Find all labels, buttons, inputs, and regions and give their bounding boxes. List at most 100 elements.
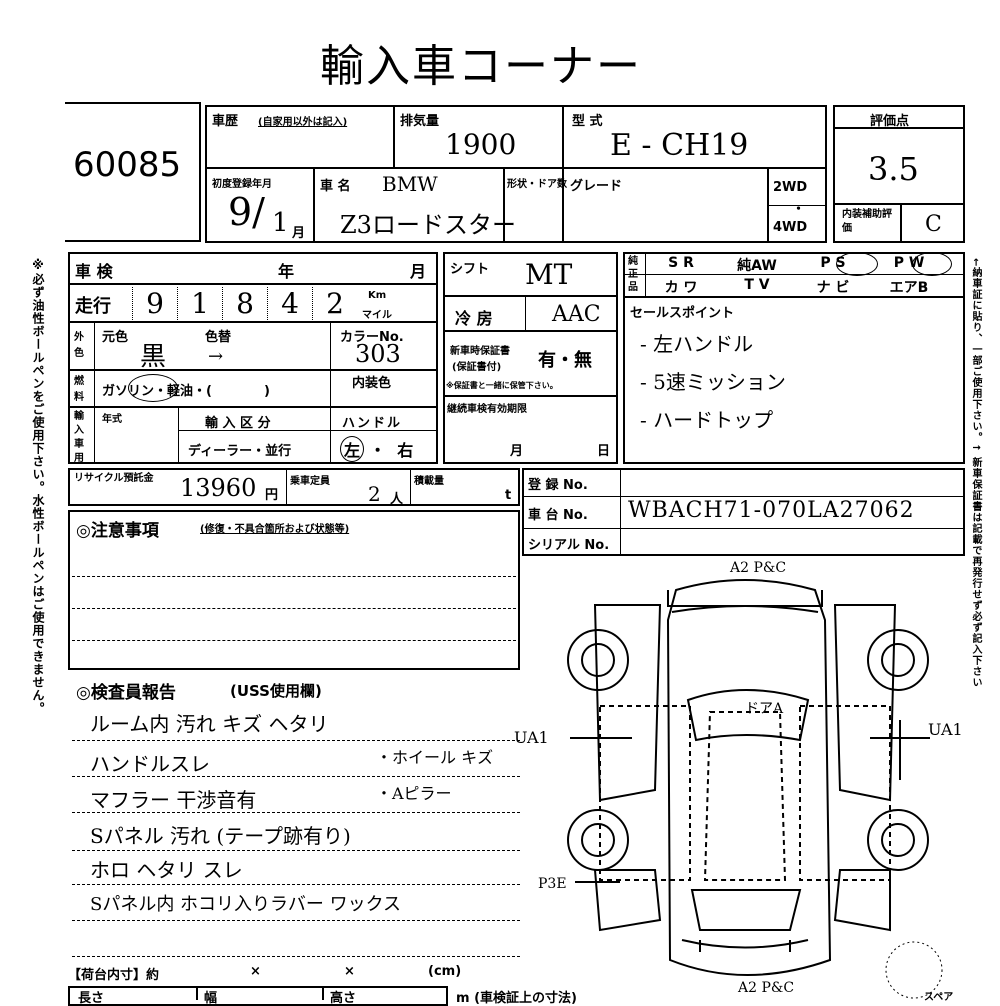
damage-mark-left: UA1 bbox=[514, 728, 549, 747]
notes-label: ◎注意事項 bbox=[76, 521, 159, 541]
color-no-value: 303 bbox=[355, 340, 401, 368]
sales-point-label: セールスポイント bbox=[630, 306, 735, 321]
ps-circle bbox=[836, 252, 878, 276]
load-unit: t bbox=[505, 488, 512, 503]
shift-value: MT bbox=[525, 258, 573, 291]
recycle-row bbox=[68, 468, 520, 506]
ac-value: AAC bbox=[552, 302, 601, 327]
capacity-unit: 人 bbox=[390, 492, 404, 507]
damage-mark-roof: ドアA bbox=[745, 701, 784, 717]
top-info-grid bbox=[205, 105, 827, 243]
mileage-label: 走行 bbox=[75, 296, 111, 317]
notes-box bbox=[68, 510, 520, 670]
import-year-label: 年式 bbox=[102, 414, 122, 425]
handle-label: ハンドル bbox=[342, 416, 403, 431]
score-value: 3.5 bbox=[868, 150, 919, 188]
damage-mark-rear-top: A2 P&C bbox=[730, 560, 787, 576]
interior-score-value: C bbox=[925, 212, 942, 237]
serial-label: シリアル No. bbox=[528, 538, 610, 553]
mileage-digit: 2 bbox=[312, 287, 357, 320]
inspection-label: 車 検 bbox=[75, 262, 113, 281]
import-label: 輸入車用 bbox=[74, 411, 84, 464]
original-color-value: 黒 bbox=[140, 342, 167, 372]
ac-label: 冷 房 bbox=[455, 309, 493, 328]
notes-sublabel: (修復・不具合箇所および状態等) bbox=[200, 524, 350, 535]
side-note-right: ←納車証に貼り、一部ご使用下さい。↑ 新車保証書は記載で再発行せず必ず記入下さい bbox=[970, 258, 981, 689]
color-change-value: → bbox=[208, 346, 224, 367]
handle-left: 左 bbox=[340, 436, 365, 462]
cargo-x1: × bbox=[250, 964, 261, 979]
original-color-label: 元色 bbox=[102, 330, 129, 345]
drive-dot: ・ bbox=[792, 202, 806, 217]
first-reg-month: 1 bbox=[272, 208, 289, 238]
mileage-digit: 4 bbox=[267, 287, 312, 320]
equipment-row-2: カ ワ T V ナ ビ エアB bbox=[650, 277, 940, 297]
inspection-year: 年 bbox=[278, 262, 295, 281]
equipment-grid bbox=[623, 252, 965, 298]
color-no-label: カラーNo. bbox=[340, 330, 404, 345]
equipment-item: S R bbox=[668, 255, 694, 271]
equipment-item: 純AW bbox=[737, 258, 777, 274]
lot-number: 60085 bbox=[73, 145, 182, 185]
import-category-label: 輸 入 区 分 bbox=[205, 416, 271, 431]
inspector-line: Sパネル 汚れ (テープ跡有り) bbox=[90, 824, 351, 848]
score-label: 評価点 bbox=[870, 114, 910, 129]
shift-label: シフト bbox=[450, 262, 490, 277]
manual-label-1: 新車時保証書 bbox=[450, 346, 510, 357]
chassis-label: 車 台 No. bbox=[528, 508, 588, 523]
displacement-value: 1900 bbox=[445, 128, 517, 161]
equipment-label: 純正品 bbox=[628, 256, 638, 293]
first-reg-label: 初度登録年月 bbox=[212, 179, 272, 190]
inspector-label: ◎検査員報告 bbox=[76, 683, 176, 703]
grade-label: グレード bbox=[570, 179, 623, 194]
registration-label: 登 録 No. bbox=[528, 478, 588, 493]
equipment-item: T V bbox=[744, 277, 770, 293]
handle-options: 左 ・ 右 bbox=[340, 436, 413, 462]
load-label: 積載量 bbox=[414, 476, 444, 487]
score-box bbox=[833, 105, 965, 243]
sales-point-item: - ハードトップ bbox=[640, 408, 774, 432]
side-note-left: ※必ず油性ボールペンをご使用下さい。水性ボールペンはご使用できません。 bbox=[31, 258, 45, 715]
capacity-value: 2 bbox=[368, 482, 381, 506]
recycle-label: リサイクル預託金 bbox=[74, 473, 154, 484]
capacity-label: 乗車定員 bbox=[290, 476, 330, 487]
mileage-digit: 9 bbox=[132, 287, 177, 320]
fuel-label: 燃料 bbox=[74, 376, 84, 403]
handle-right: 右 bbox=[397, 441, 414, 460]
spare-label: スペア bbox=[924, 992, 954, 1003]
car-name-label: 車 名 bbox=[320, 179, 351, 194]
drive-4wd: 4WD bbox=[773, 220, 808, 235]
mileage-digits: 9 1 8 4 2 bbox=[132, 287, 357, 320]
history-label: 車歴 bbox=[212, 114, 239, 129]
mileage-digit: 8 bbox=[222, 287, 267, 320]
first-reg-month-label: 月 bbox=[292, 226, 306, 241]
inspector-side-note: ・ホイール キズ bbox=[376, 748, 494, 767]
damage-mark-front: A2 P&C bbox=[738, 980, 795, 996]
equipment-item: エアB bbox=[889, 280, 929, 296]
page-title: 輸入車コーナー bbox=[320, 41, 642, 92]
cargo-unit: (cm) bbox=[428, 964, 462, 979]
cargo-label: 【荷台内寸】約 bbox=[68, 968, 160, 983]
sales-point-box bbox=[623, 298, 965, 464]
model-code-label: 型 式 bbox=[572, 114, 603, 129]
pw-circle bbox=[912, 252, 952, 276]
handle-dot: ・ bbox=[369, 441, 386, 460]
displacement-label: 排気量 bbox=[400, 114, 440, 129]
mileage-digit: 1 bbox=[177, 287, 222, 320]
shift-ac-grid bbox=[443, 252, 618, 464]
warranty-label: 継続車検有効期限 bbox=[447, 404, 527, 415]
manual-value: 有・無 bbox=[538, 350, 592, 371]
damage-mark-left-low: P3E bbox=[538, 876, 567, 892]
drive-2wd: 2WD bbox=[773, 180, 808, 195]
sales-point-item: - 左ハンドル bbox=[640, 332, 754, 356]
inspector-line: マフラー 干渉音有 bbox=[90, 788, 257, 812]
model-code-value: E - CH19 bbox=[610, 128, 749, 163]
inspector-line: ルーム内 汚れ キズ ヘタリ bbox=[90, 712, 329, 736]
recycle-unit: 円 bbox=[265, 488, 279, 503]
car-model-value: Z3ロードスター bbox=[340, 211, 516, 239]
manual-note: ※保証書と一緒に保管下さい。 bbox=[446, 381, 558, 390]
mileage-unit-km: Km bbox=[368, 290, 387, 301]
inspector-sublabel: (USS使用欄) bbox=[230, 682, 322, 700]
lot-number-box bbox=[65, 102, 201, 242]
